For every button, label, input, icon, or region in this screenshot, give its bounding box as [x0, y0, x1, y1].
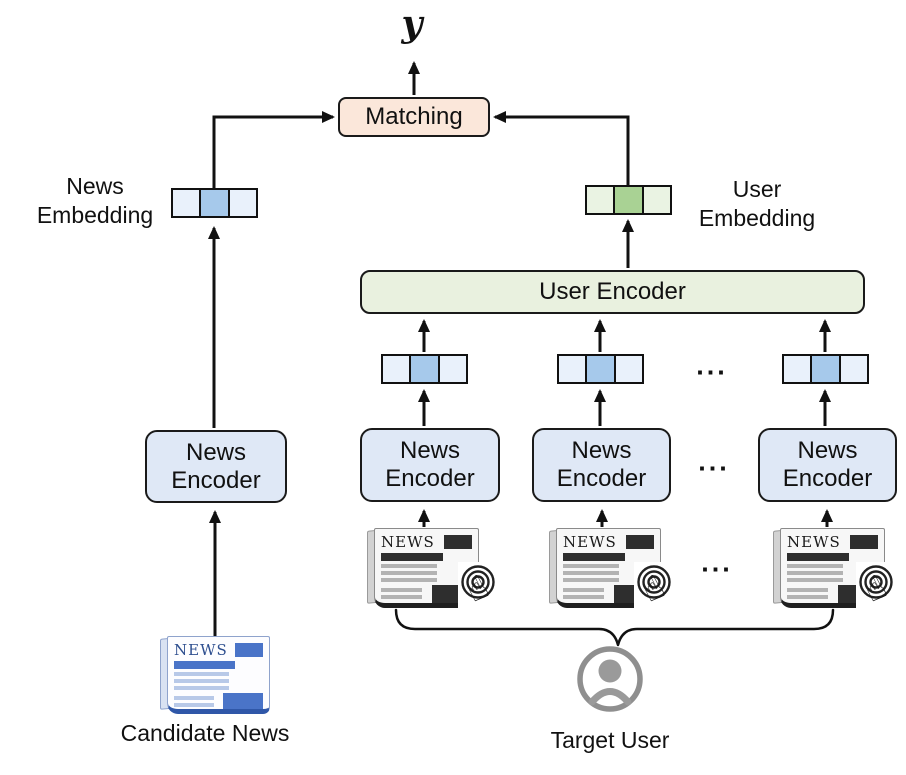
clicked-embedding-strip-1	[381, 354, 468, 384]
matching-label: Matching	[365, 103, 463, 131]
user-embedding-label: User Embedding	[698, 176, 816, 231]
embedding-cell	[784, 356, 811, 382]
user-encoder-box: User Encoder	[360, 270, 865, 314]
news-embedding-strip	[171, 188, 258, 218]
embedding-cell	[643, 187, 670, 213]
user-encoder-label: User Encoder	[539, 278, 686, 306]
newspaper-photo-rect	[850, 534, 878, 549]
embedding-cell	[411, 356, 438, 382]
ripple-rings-icon	[859, 565, 893, 599]
user-embedding-strip	[585, 185, 672, 215]
output-label: y	[401, 3, 423, 45]
newspaper-image-rect	[223, 693, 263, 709]
newspaper-headline-bar	[563, 553, 625, 561]
ripple-rings-icon	[637, 565, 671, 599]
embedding-cell	[173, 190, 200, 216]
tap-click-icon: ☝	[856, 562, 905, 616]
arrow-news-embedding-to-matching	[212, 111, 335, 189]
embedding-cell	[229, 190, 256, 216]
ellipsis-strips: ...	[696, 350, 728, 381]
newspaper-masthead: NEWS	[381, 532, 435, 551]
news-encoder-box-candidate: News Encoder	[145, 430, 287, 503]
embedding-cell	[559, 356, 586, 382]
newspaper-headline-bar	[381, 553, 443, 561]
clicked-embedding-strip-2	[557, 354, 644, 384]
newspaper-photo-rect	[444, 534, 472, 549]
news-encoder-label: News Encoder	[385, 437, 475, 492]
embedding-cell	[812, 356, 839, 382]
tap-click-icon: ☝	[634, 562, 683, 616]
news-encoder-box-1: News Encoder	[360, 428, 500, 502]
news-encoder-box-2: News Encoder	[532, 428, 671, 502]
newspaper-photo-rect	[626, 534, 654, 549]
newspaper-photo-rect	[235, 642, 263, 657]
newspaper-masthead: NEWS	[563, 532, 617, 551]
ellipsis-newspapers: ...	[701, 547, 733, 578]
embedding-cell	[615, 187, 642, 213]
embedding-cell	[383, 356, 410, 382]
news-encoder-label: News Encoder	[556, 437, 647, 492]
newspaper-headline-bar	[174, 661, 235, 669]
tap-click-icon: ☝	[458, 562, 507, 616]
newspaper-masthead: NEWS	[787, 532, 841, 551]
embedding-cell	[587, 187, 614, 213]
matching-box: Matching	[338, 97, 490, 137]
embedding-cell	[615, 356, 642, 382]
candidate-news-icon: NEWS	[160, 636, 270, 714]
newspaper-masthead: NEWS	[174, 640, 228, 659]
ellipsis-encoders: ...	[698, 446, 730, 477]
newspaper-headline-bar	[787, 553, 849, 561]
newspaper-page: NEWS	[167, 636, 270, 714]
candidate-news-label: Candidate News	[120, 720, 290, 746]
embedding-cell	[201, 190, 228, 216]
ripple-rings-icon	[461, 565, 495, 599]
news-encoder-label: News Encoder	[171, 438, 261, 494]
embedding-cell	[587, 356, 614, 382]
embedding-cell	[840, 356, 867, 382]
target-user-label: Target User	[550, 727, 670, 753]
embedding-cell	[439, 356, 466, 382]
arrow-user-embedding-to-matching	[493, 111, 630, 186]
person-icon	[577, 646, 643, 712]
news-encoder-label: News Encoder	[782, 437, 873, 492]
clicked-embedding-strip-3	[782, 354, 869, 384]
news-encoder-box-3: News Encoder	[758, 428, 897, 502]
news-embedding-label: News Embedding	[36, 173, 154, 228]
